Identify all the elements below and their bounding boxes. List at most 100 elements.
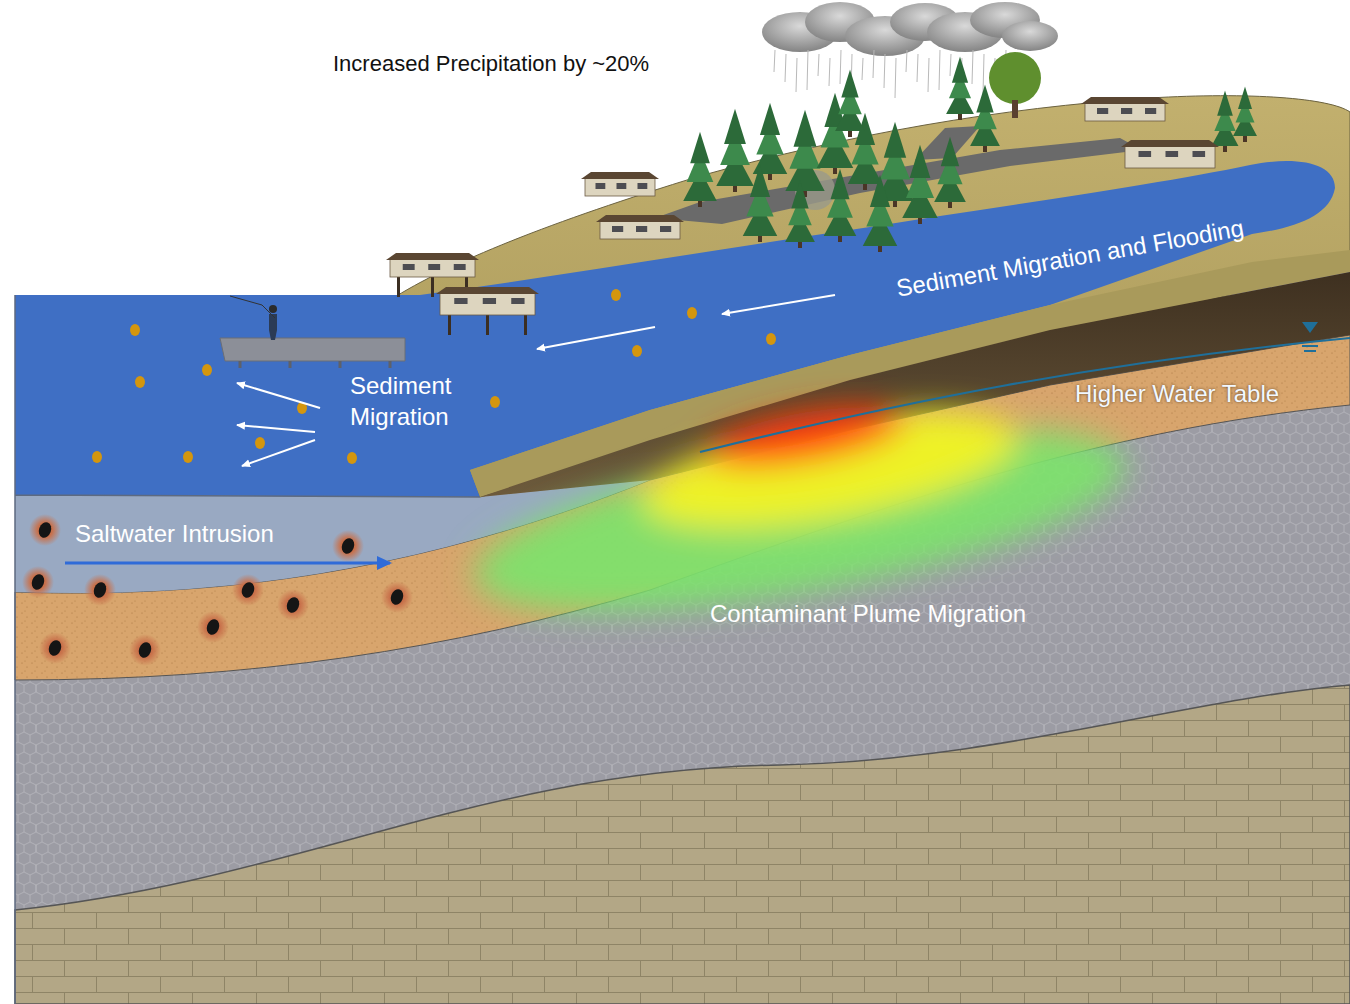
house-window bbox=[1193, 151, 1206, 157]
sediment-arrow bbox=[537, 327, 655, 349]
tree-crown bbox=[724, 109, 746, 144]
rain-streak bbox=[939, 50, 940, 90]
dock-piling bbox=[240, 361, 390, 368]
sediment-particle bbox=[255, 437, 265, 449]
salt-particle bbox=[197, 611, 229, 643]
house-window bbox=[660, 226, 671, 232]
sediment-particle bbox=[766, 333, 776, 345]
conifer-tree bbox=[716, 109, 753, 192]
houses bbox=[386, 97, 1219, 335]
conifer-tree bbox=[743, 165, 778, 242]
rain-streak bbox=[818, 54, 819, 76]
plume-middle bbox=[635, 390, 1026, 551]
house-roof bbox=[1121, 140, 1219, 147]
salt-halo bbox=[129, 634, 161, 666]
label: Sediment Migration bbox=[350, 370, 480, 432]
house-wall bbox=[1125, 146, 1215, 168]
tree-crown bbox=[910, 145, 931, 178]
sediment-particle bbox=[130, 324, 140, 336]
salt-particle bbox=[232, 574, 264, 606]
tree-crown bbox=[1238, 87, 1252, 110]
sediment-particle bbox=[183, 451, 193, 463]
tree-trunk bbox=[1012, 100, 1018, 118]
house-wall bbox=[600, 221, 680, 239]
sediment-arrow bbox=[237, 425, 315, 432]
salt-halo bbox=[277, 589, 309, 621]
rain-streak bbox=[774, 50, 775, 72]
salt-halo bbox=[29, 514, 61, 546]
rain-streak bbox=[840, 50, 841, 84]
plume-core bbox=[702, 396, 907, 478]
salt-core bbox=[37, 520, 54, 539]
salt-particle bbox=[84, 574, 116, 606]
tree-crown bbox=[830, 169, 849, 200]
tree-crown bbox=[841, 70, 858, 98]
rain-streak bbox=[829, 58, 830, 86]
house-window bbox=[483, 298, 496, 304]
fishing-rod bbox=[230, 296, 275, 318]
fisherman bbox=[269, 305, 277, 313]
salt-halo bbox=[197, 611, 229, 643]
house-window bbox=[612, 226, 623, 232]
conifer-tree bbox=[934, 137, 966, 208]
block-edge bbox=[15, 295, 480, 1004]
water-table-symbol bbox=[1302, 346, 1318, 351]
cloud bbox=[1002, 21, 1058, 51]
conifer-tree bbox=[785, 110, 824, 197]
salt-halo bbox=[22, 566, 54, 598]
house-window bbox=[403, 264, 415, 270]
salt-core bbox=[285, 595, 302, 614]
rain-streak bbox=[862, 58, 863, 80]
salt-particle bbox=[39, 632, 71, 664]
rain-streak bbox=[785, 54, 786, 82]
house-window bbox=[596, 183, 606, 189]
house-window bbox=[511, 298, 524, 304]
conifer-tree bbox=[1233, 87, 1257, 143]
tree-crown bbox=[952, 57, 968, 83]
label: Saltwater Intrusion bbox=[75, 518, 274, 549]
house bbox=[1121, 140, 1219, 168]
salt-particle bbox=[129, 634, 161, 666]
rain-clouds bbox=[762, 2, 1058, 56]
house-wall bbox=[440, 293, 535, 315]
salt-particle bbox=[29, 514, 61, 546]
salt-halo bbox=[232, 574, 264, 606]
conifer-tree bbox=[785, 181, 815, 248]
house bbox=[581, 172, 659, 196]
forest bbox=[683, 52, 1257, 252]
house-window bbox=[1166, 151, 1179, 157]
sediment-arrow bbox=[237, 383, 320, 408]
conifer-tree bbox=[970, 85, 1000, 152]
label: Higher Water Table bbox=[1075, 378, 1279, 409]
house bbox=[436, 287, 539, 335]
rain-streak bbox=[972, 50, 973, 84]
tree-crown bbox=[791, 181, 808, 209]
conifer-tree bbox=[753, 103, 788, 180]
rain-streak bbox=[917, 54, 918, 82]
salt-core bbox=[137, 640, 154, 659]
sediment-particle bbox=[490, 396, 500, 408]
salt-core bbox=[30, 572, 47, 591]
rain-streak bbox=[884, 54, 885, 88]
rain-streak bbox=[895, 58, 896, 98]
tree-crown bbox=[870, 175, 890, 207]
house-window bbox=[1139, 151, 1152, 157]
sediment-particle bbox=[135, 376, 145, 388]
dock bbox=[220, 338, 405, 361]
limestone-layer bbox=[15, 685, 1350, 1004]
rain-streak bbox=[983, 54, 984, 94]
house-wall bbox=[1085, 103, 1165, 121]
rain bbox=[774, 50, 1006, 98]
salt-particle bbox=[277, 589, 309, 621]
conifer-tree bbox=[946, 57, 974, 120]
conifer-tree bbox=[1212, 91, 1239, 152]
conifer-tree bbox=[824, 169, 857, 242]
house-window bbox=[1121, 108, 1132, 114]
salt-particle bbox=[332, 530, 364, 562]
particles bbox=[22, 289, 776, 666]
sediment-particle bbox=[611, 289, 621, 301]
house-wall bbox=[585, 178, 655, 196]
conifer-tree bbox=[683, 132, 717, 207]
house-window bbox=[617, 183, 627, 189]
